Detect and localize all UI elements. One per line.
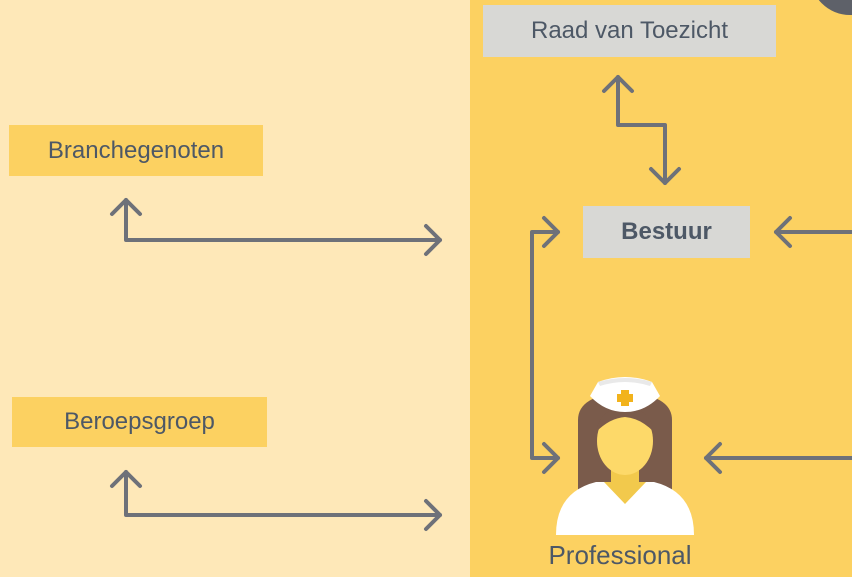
bestuur-label: Bestuur: [621, 218, 712, 245]
raad-van-toezicht-label: Raad van Toezicht: [530, 17, 728, 44]
professional-bestuur-arrow: [530, 216, 560, 474]
raad-van-toezicht-box: Raad van Toezicht: [483, 5, 776, 57]
branchegenoten-box: Branchegenoten: [9, 125, 263, 176]
beroepsgroep-label: Beroepsgroep: [64, 408, 215, 435]
professional-label: Professional: [548, 540, 692, 570]
professional-incoming-arrow: [704, 442, 852, 474]
branchegenoten-label: Branchegenoten: [47, 136, 225, 164]
bestuur-box: Bestuur: [583, 206, 750, 258]
bestuur-incoming-arrow: [774, 216, 852, 248]
beroepsgroep-arrow: [110, 470, 442, 531]
branchegenoten-arrow: [110, 198, 442, 256]
raad-bestuur-arrow: [602, 75, 681, 185]
nurse-icon: [556, 377, 694, 535]
beroepsgroep-box: Beroepsgroep: [12, 397, 267, 447]
